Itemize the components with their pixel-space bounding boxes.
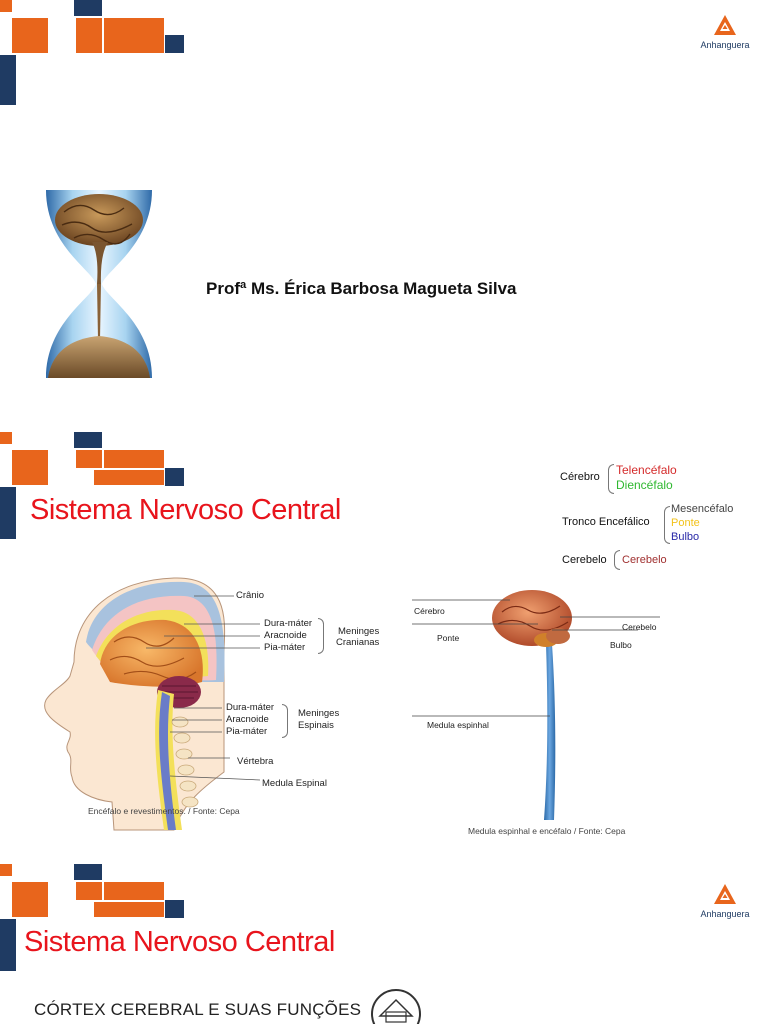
deco-square	[76, 882, 102, 900]
deco-square	[104, 882, 164, 900]
label-meninges-espinais-1: Meninges	[298, 708, 340, 719]
label-pia-mater-spinal: Pia-máter	[226, 726, 268, 737]
deco-square	[165, 35, 184, 53]
deco-square	[76, 450, 102, 468]
author-name: Profª Ms. Érica Barbosa Magueta Silva	[206, 279, 517, 298]
label-aracnoide-cranial: Aracnoide	[264, 630, 307, 641]
deco-square	[12, 18, 48, 53]
label-meninges-cranianas-2: Cranianas	[336, 637, 380, 648]
hier-diencefalo: Diencéfalo	[616, 478, 673, 492]
hier-brace	[614, 550, 620, 570]
label-meninges-cranianas-1: Meninges	[338, 626, 380, 637]
deco-square	[0, 55, 16, 105]
logo-triangle-icon	[714, 15, 736, 35]
label-bulbo-spine: Bulbo	[610, 640, 632, 650]
label-ponte-spine: Ponte	[437, 633, 460, 643]
hier-brace	[608, 464, 614, 494]
deco-square	[0, 432, 12, 444]
hier-cerebelo-sub: Cerebelo	[622, 554, 667, 566]
deco-square	[76, 18, 102, 53]
deco-square	[0, 864, 12, 876]
deco-square	[94, 902, 164, 917]
deco-square	[165, 468, 184, 486]
deco-square	[0, 0, 12, 12]
anhanguera-logo: Anhanguera	[698, 15, 752, 50]
deco-square	[94, 470, 164, 485]
head-figure-caption: Encéfalo e revestimentos. / Fonte: Cepa	[88, 806, 240, 816]
slide-2: Sistema Nervoso Central Cérebro Telencéf…	[0, 432, 768, 850]
hier-cerebelo: Cerebelo	[562, 554, 607, 566]
hier-mesencefalo: Mesencéfalo	[671, 503, 734, 515]
deco-square	[12, 882, 48, 917]
hier-brace	[664, 506, 670, 544]
label-dura-mater-cranial: Dura-máter	[264, 618, 313, 629]
slide-1: Anhanguera	[0, 0, 768, 420]
label-medula-spine: Medula espinhal	[427, 720, 489, 730]
hier-bulbo: Bulbo	[671, 531, 700, 543]
slide-subtitle: CÓRTEX CEREBRAL E SUAS FUNÇÕES	[34, 1000, 362, 1019]
label-vertebra: Vértebra	[237, 756, 274, 767]
deco-square	[0, 919, 16, 971]
label-meninges-espinais-2: Espinais	[298, 720, 334, 731]
label-aracnoide-spinal: Aracnoide	[226, 714, 269, 725]
meninges-brace	[318, 618, 324, 654]
deco-square	[12, 450, 48, 485]
deco-square	[165, 900, 184, 918]
deco-square	[0, 487, 16, 539]
university-seal	[370, 988, 422, 1024]
logo-text: Anhanguera	[700, 40, 750, 50]
anhanguera-logo: Anhanguera	[698, 884, 752, 919]
label-cranio: Crânio	[236, 590, 264, 601]
deco-square	[104, 450, 164, 468]
deco-square	[74, 864, 102, 880]
label-cerebro-spine: Cérebro	[414, 606, 445, 616]
label-cerebelo-spine: Cerebelo	[622, 622, 657, 632]
hier-ponte: Ponte	[671, 517, 700, 529]
head-meninges-figure	[34, 572, 404, 832]
label-dura-mater-spinal: Dura-máter	[226, 702, 275, 713]
label-medula-espinal: Medula Espinal	[262, 778, 327, 789]
deco-square	[74, 432, 102, 448]
logo-triangle-icon	[714, 884, 736, 904]
label-pia-mater-cranial: Pia-máter	[264, 642, 306, 653]
logo-text: Anhanguera	[700, 909, 750, 919]
deco-square	[104, 18, 164, 53]
hier-tronco: Tronco Encefálico	[562, 516, 650, 528]
hier-cerebro: Cérebro	[560, 471, 600, 483]
slide-title: Sistema Nervoso Central	[30, 494, 341, 526]
spine-figure-caption: Medula espinhal e encéfalo / Fonte: Cepa	[468, 826, 626, 836]
slide-title: Sistema Nervoso Central	[24, 926, 335, 958]
hier-telencefalo: Telencéfalo	[616, 463, 677, 477]
hourglass-brain-image	[44, 190, 154, 378]
meninges-brace	[282, 704, 288, 738]
slide-3: Anhanguera Sistema Nervoso Central CÓRTE…	[0, 864, 768, 1024]
spinal-cord-figure	[410, 584, 670, 834]
deco-square	[74, 0, 102, 16]
